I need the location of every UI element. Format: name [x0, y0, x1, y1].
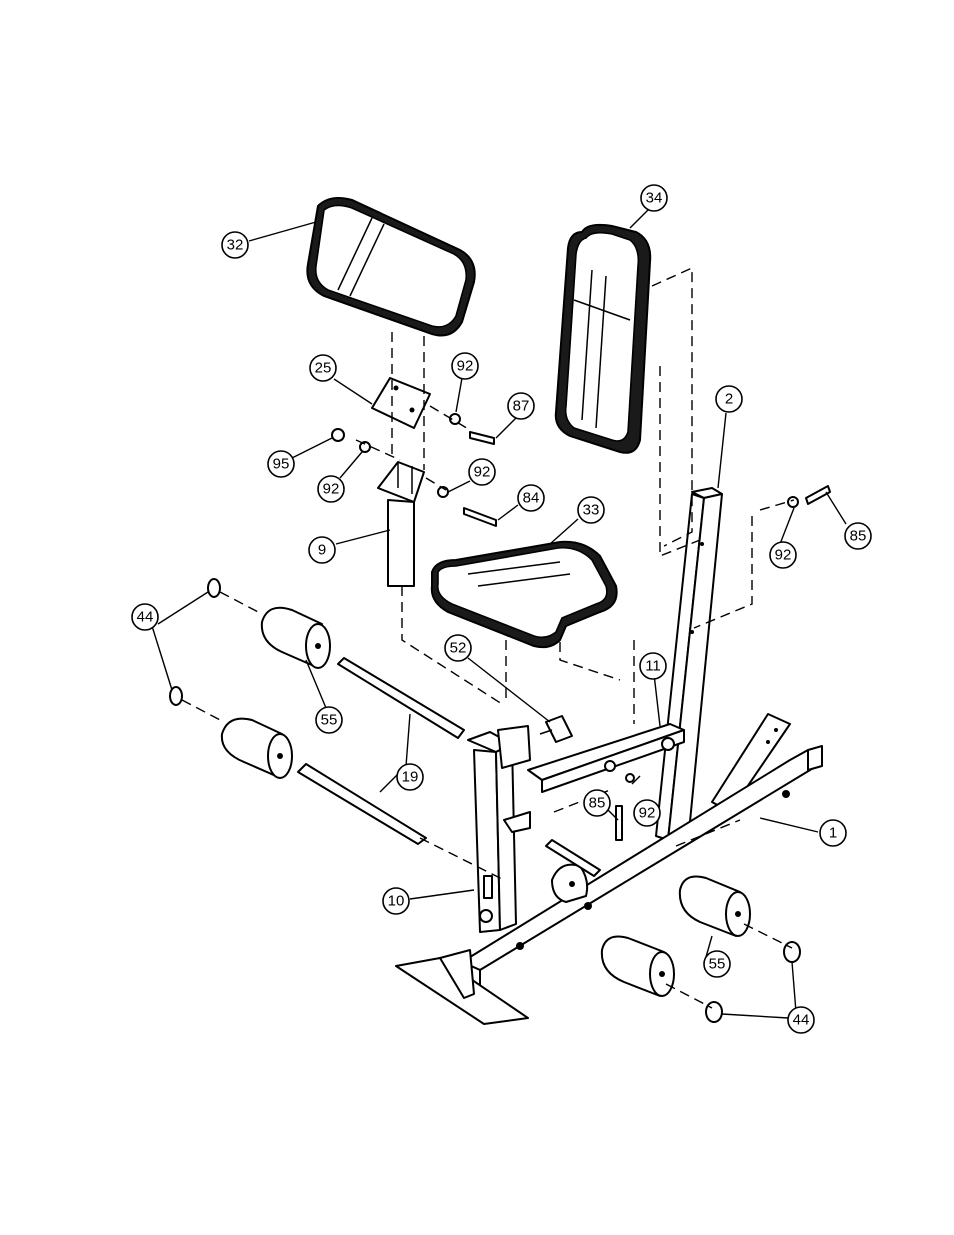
callout-95: 95 — [267, 450, 295, 478]
callout-label: 87 — [513, 398, 530, 415]
back-pad — [554, 223, 652, 454]
callout-label: 92 — [457, 358, 474, 375]
callout-label: 85 — [589, 795, 606, 812]
callout-label: 44 — [137, 609, 154, 626]
callout-label: 92 — [775, 547, 792, 564]
callout-label: 1 — [829, 825, 837, 842]
roller-rods — [297, 657, 465, 845]
callout-85: 85 — [844, 522, 872, 550]
callout-label: 32 — [227, 237, 244, 254]
callout-label: 33 — [583, 502, 600, 519]
callout-label: 44 — [793, 1012, 810, 1029]
callout-label: 92 — [639, 805, 656, 822]
callout-19: 19 — [396, 763, 424, 791]
callout-label: 95 — [273, 456, 290, 473]
callout-label: 85 — [850, 528, 867, 545]
callout-92: 92 — [633, 799, 661, 827]
leg-pad — [306, 197, 476, 337]
rollers — [220, 606, 751, 997]
pop-pin-knob — [539, 715, 573, 743]
callout-44: 44 — [787, 1006, 815, 1034]
callout-55: 55 — [703, 950, 731, 978]
callout-84: 84 — [517, 484, 545, 512]
callout-10: 10 — [382, 887, 410, 915]
callout-label: 55 — [321, 712, 338, 729]
callout-92: 92 — [769, 541, 797, 569]
callout-92: 92 — [451, 352, 479, 380]
callout-2: 2 — [715, 385, 743, 413]
callout-52: 52 — [444, 634, 472, 662]
callout-label: 92 — [323, 481, 340, 498]
callout-32: 32 — [221, 231, 249, 259]
callout-label: 11 — [645, 658, 661, 675]
callout-label: 2 — [725, 391, 733, 408]
callout-34: 34 — [640, 184, 668, 212]
cam-pulley — [545, 839, 601, 903]
foot-plate — [395, 949, 529, 1025]
callout-1: 1 — [819, 819, 847, 847]
callout-label: 25 — [315, 360, 332, 377]
callout-92: 92 — [317, 475, 345, 503]
callout-label: 84 — [523, 490, 540, 507]
callout-25: 25 — [309, 354, 337, 382]
callout-9: 9 — [308, 536, 336, 564]
seat-pad — [430, 540, 618, 649]
end-caps — [169, 578, 801, 1023]
callout-92: 92 — [468, 458, 496, 486]
bracket-plate — [371, 377, 431, 429]
leader-lines — [151, 209, 847, 1019]
callout-label: 52 — [450, 640, 467, 657]
vertical-frame — [655, 487, 723, 843]
upright-post — [377, 461, 425, 587]
hardware — [331, 413, 831, 841]
callout-label: 10 — [388, 893, 405, 910]
callout-87: 87 — [507, 392, 535, 420]
callout-55: 55 — [315, 706, 343, 734]
callout-label: 92 — [474, 464, 491, 481]
callout-label: 34 — [646, 190, 663, 207]
front-column — [467, 725, 531, 933]
callout-label: 19 — [402, 769, 419, 786]
callout-85: 85 — [583, 789, 611, 817]
callout-label: 9 — [318, 542, 326, 559]
callout-11: 11 — [639, 652, 667, 680]
callout-44: 44 — [131, 603, 159, 631]
callout-label: 55 — [709, 956, 726, 973]
callout-33: 33 — [577, 496, 605, 524]
seat-arm — [527, 723, 685, 793]
